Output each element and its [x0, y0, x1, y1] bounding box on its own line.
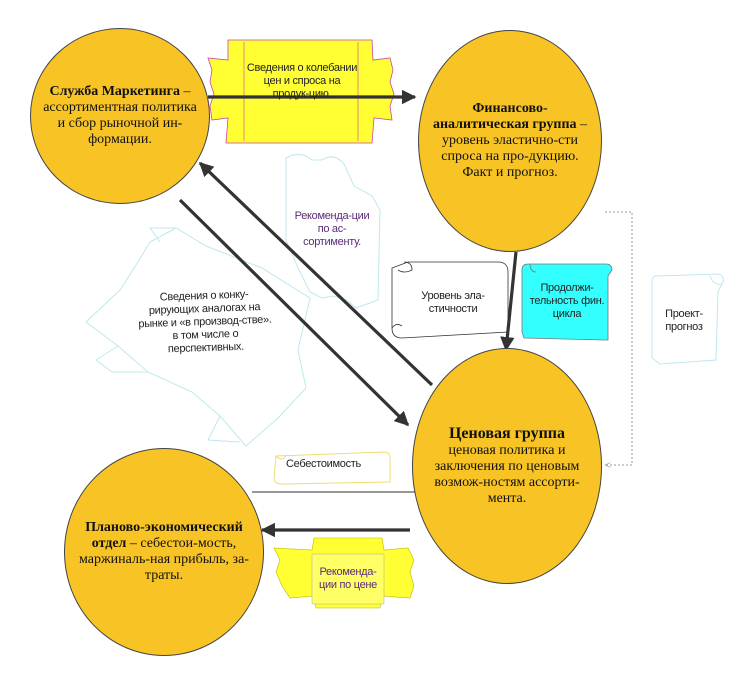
node-finance-title: Финансово-аналитическая группа	[432, 101, 577, 132]
forecast-scroll	[651, 273, 724, 365]
arrow-pricing-to-marketing	[198, 161, 434, 387]
assortment-recommendations-scroll	[285, 154, 381, 309]
node-planning: Планово-экономический отдел – себестои-м…	[64, 448, 264, 656]
elasticity-scroll	[391, 261, 509, 339]
arrow-finance-to-pricing	[500, 251, 518, 352]
dotted-forecast-loop	[605, 211, 633, 465]
node-planning-text: – себестои-мость, маржиналь-ная прибыль,…	[79, 536, 249, 583]
node-marketing-title: Служба Маркетинга	[49, 84, 181, 99]
arrow-marketing-to-pricing	[178, 198, 410, 427]
price-recommendations-banner	[273, 537, 415, 609]
label-price-recommendations: Рекоменда-ции по цене	[319, 566, 377, 591]
node-marketing-dash: –	[180, 84, 191, 99]
label-demand-info: Сведения о колебании цен и спроса на про…	[246, 62, 358, 100]
node-finance-dash: –	[576, 117, 588, 132]
label-elasticity: Уровень эла-стичности	[421, 290, 485, 315]
label-forecast: Проект-прогноз	[665, 308, 703, 333]
node-finance: Финансово-аналитическая группа – уровень…	[418, 30, 602, 252]
label-competitor-info: Сведения о конку-рирующих аналогах на ры…	[138, 288, 272, 356]
cost-scroll	[273, 451, 391, 485]
node-planning-title: Планово-экономический отдел	[85, 520, 243, 551]
label-assortment-recommendations: Рекоменда-ции по ас-сортименту.	[294, 210, 370, 248]
life-cycle-scroll	[521, 263, 613, 341]
node-marketing: Служба Маркетинга – ассортиментная полит…	[30, 28, 210, 204]
node-finance-text: уровень эластично-сти спроса на про-дукц…	[441, 133, 579, 180]
label-life-cycle: Продолжи-тельность фин. цикла	[529, 282, 605, 320]
node-pricing-title: Ценовая группа	[448, 424, 566, 442]
label-cost: Себестоимость	[286, 458, 361, 470]
node-pricing-text: ценовая политика и заключения по ценовым…	[434, 442, 580, 506]
node-marketing-text: ассортиментная политика и сбор рыночной …	[43, 100, 197, 147]
